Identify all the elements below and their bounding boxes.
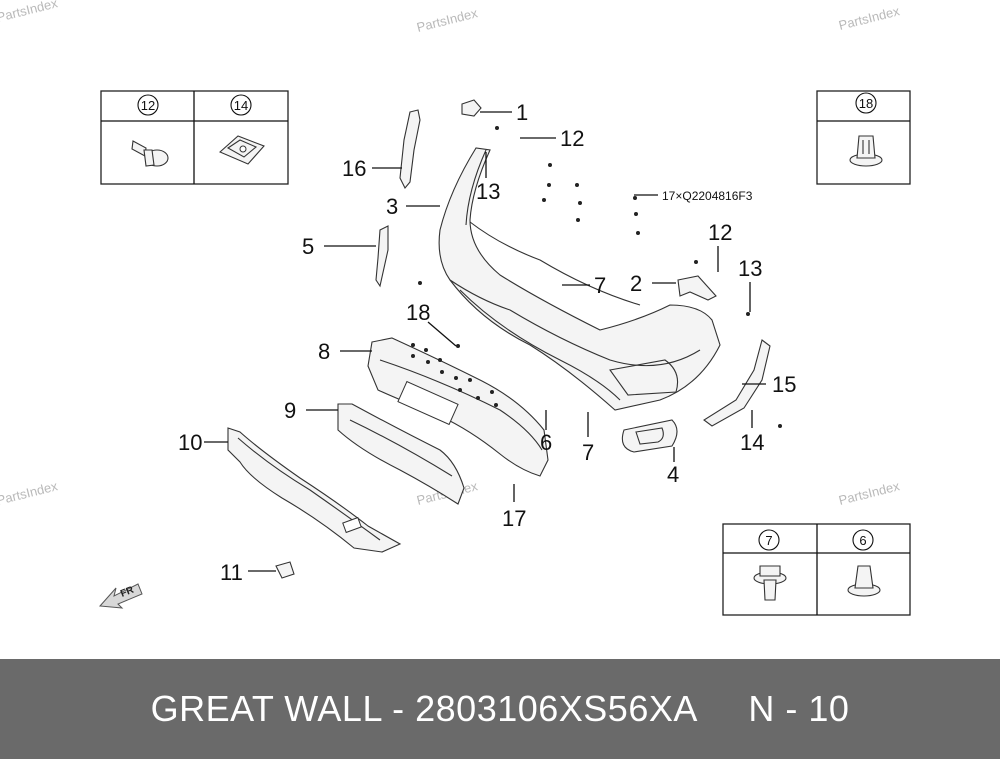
inset-box-fastener-18: 18 [816,90,911,185]
inset-number-14: 14 [234,98,248,113]
watermark-top-left: PartsIndex [0,0,60,25]
watermark-mid-right: PartsIndex [837,478,901,508]
leader-lines [204,111,766,572]
callout-2: 2 [630,271,642,296]
callout-13-top: 13 [476,179,500,204]
callout-12-right: 12 [708,220,732,245]
push-rivet-clip-icon [131,140,169,167]
part-9-reinforcement [337,403,465,505]
callout-7-bottom: 7 [582,440,594,465]
watermark-mid-left: PartsIndex [0,478,60,508]
callout-3: 3 [386,194,398,219]
callout-11: 11 [220,560,243,585]
front-direction-arrow-icon: FR [98,583,143,609]
callout-9: 9 [284,398,296,423]
callout-14: 14 [740,430,764,455]
callout-18: 18 [406,300,430,325]
inset-number-12: 12 [141,98,155,113]
u-nut-clip-icon [218,135,265,165]
callout-1: 1 [516,100,528,125]
callout-8: 8 [318,339,330,364]
inset-cell-12: 12 [131,94,169,167]
inset-box-fasteners-12-14: 12 14 [100,90,289,185]
callout-16: 16 [342,156,366,181]
part-10-skid-plate [227,427,402,553]
callout-13-right: 13 [738,256,762,281]
inset-number-18: 18 [859,96,873,111]
part-15-side-strip [703,339,771,427]
inset-cell-14: 14 [218,94,265,165]
part-8-lower-grille [367,337,549,477]
flange-bolt-icon [753,565,787,601]
part-1-bracket [461,99,482,117]
part-5-side-bracket [375,225,389,288]
exploded-bumper-diagram: PartsIndex PartsIndex PartsIndex PartsIn… [0,0,911,616]
callout-labels: 1 12 16 13 3 5 17×Q2204816F3 12 2 7 13 1… [178,100,796,585]
callout-12-top: 12 [560,126,584,151]
footer-bar: GREAT WALL - 2803106XS56XA N - 10 [0,659,1000,759]
callout-7-top: 7 [594,273,606,298]
part-16-bracket [399,109,421,189]
part-11-cover [275,561,295,579]
callout-17-partcode: 17×Q2204816F3 [662,189,753,203]
watermark-top-right: PartsIndex [837,3,901,33]
callout-15: 15 [772,372,796,397]
callout-10: 10 [178,430,202,455]
part-4-fog-bezel [621,419,678,453]
fastener-dots [411,126,782,428]
watermark-top-center: PartsIndex [415,5,479,35]
expansion-clip-icon [847,565,881,597]
inset-number-6: 6 [859,533,866,548]
part-number-caption: GREAT WALL - 2803106XS56XA N - 10 [150,688,850,729]
callout-4: 4 [667,462,679,487]
push-clip-icon [849,135,883,167]
part-3-bumper-cover [438,147,721,411]
direction-label: FR [119,584,136,599]
inset-box-fasteners-7-6: 7 6 [722,523,911,616]
part-2-bracket [677,275,717,301]
inset-number-7: 7 [765,533,772,548]
callout-5: 5 [302,234,314,259]
callout-6: 6 [540,430,552,455]
callout-17-bottom: 17 [502,506,526,531]
